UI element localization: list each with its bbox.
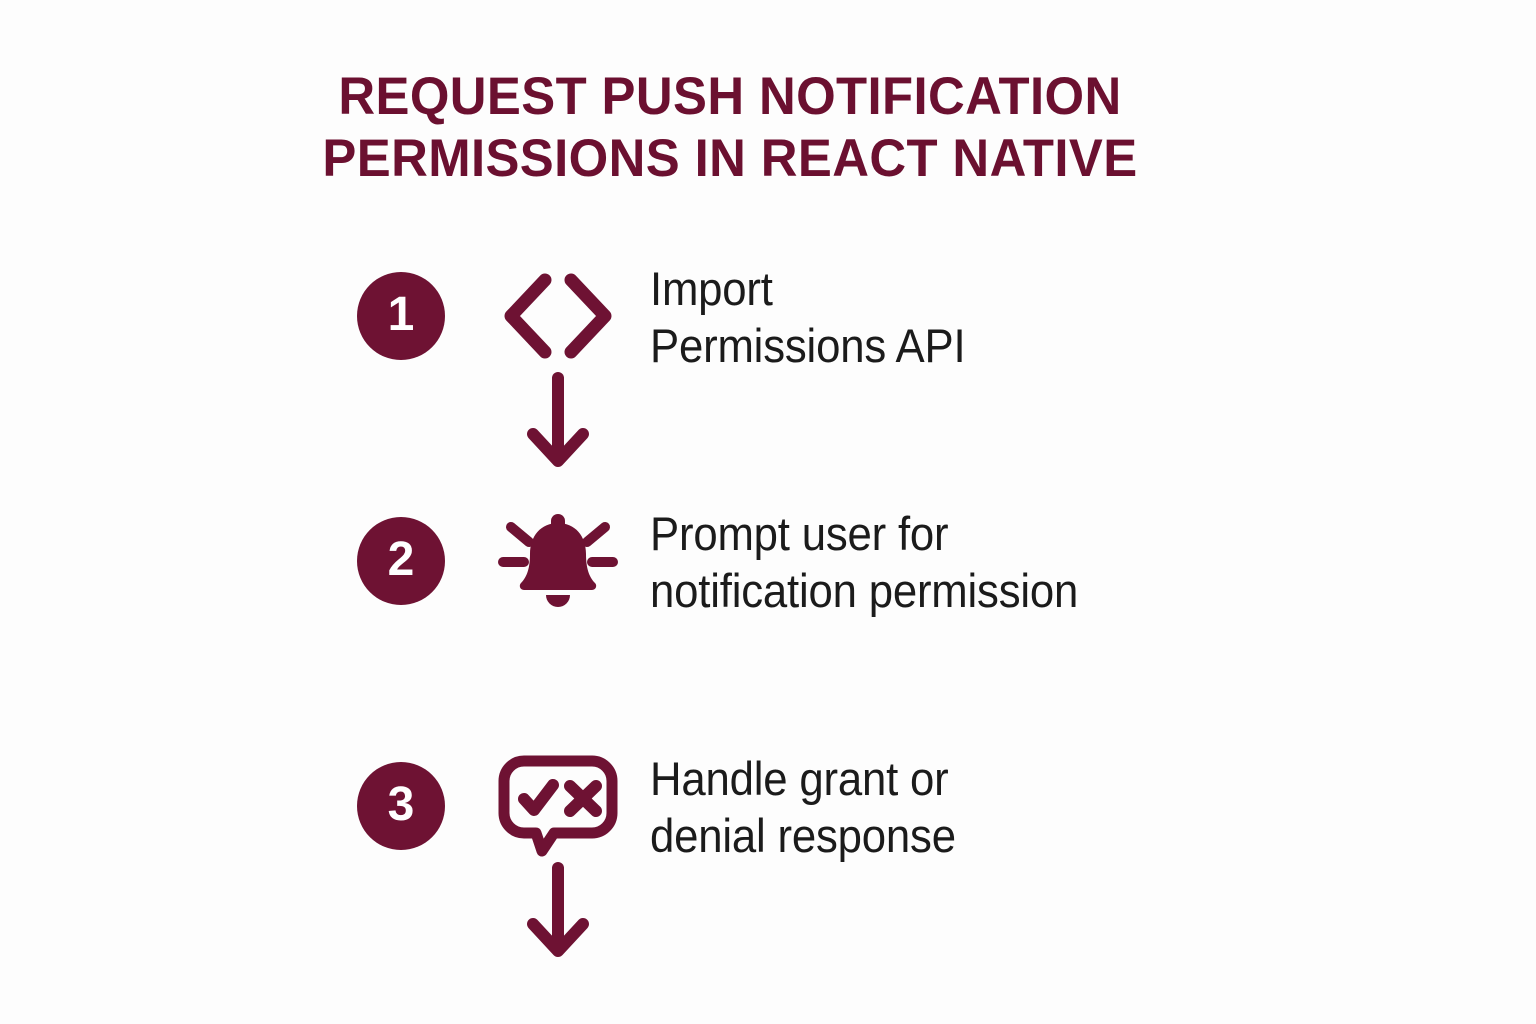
bell-ringing-icon <box>497 511 619 611</box>
arrow-down-2-icon <box>497 860 619 960</box>
step-number-label-3: 3 <box>387 777 415 831</box>
step-number-label-2: 2 <box>387 532 415 586</box>
step-description-1-line-1: Import <box>650 262 773 315</box>
step-number-badge-3: 3 <box>357 762 445 850</box>
page-title: REQUEST PUSH NOTIFICATION PERMISSIONS IN… <box>0 66 1460 190</box>
step-description-2: Prompt user for notification permission <box>650 505 1078 619</box>
arrow-down-1-icon <box>497 370 619 470</box>
step-item-1: 1 Import Permissions API <box>0 262 1536 467</box>
page-title-line-1: REQUEST PUSH NOTIFICATION <box>338 67 1122 126</box>
step-description-1: Import Permissions API <box>650 260 966 374</box>
step-description-2-line-1: Prompt user for <box>650 507 949 560</box>
step-description-3-line-2: denial response <box>650 809 956 862</box>
step-number-badge-1: 1 <box>357 272 445 360</box>
page-title-line-2: PERMISSIONS IN REACT NATIVE <box>322 129 1138 188</box>
step-description-2-line-2: notification permission <box>650 564 1079 617</box>
speech-bubble-check-cross-icon <box>497 755 619 857</box>
code-brackets-icon <box>497 266 619 366</box>
step-description-3: Handle grant or denial response <box>650 750 956 864</box>
steps-list: 1 Import Permissions API <box>0 262 1536 957</box>
step-number-badge-2: 2 <box>357 517 445 605</box>
step-number-label-1: 1 <box>387 287 415 341</box>
step-item-2: 2 <box>0 507 1536 957</box>
step-description-3-line-1: Handle grant or <box>650 752 949 805</box>
step-item-3: 3 Handle grant or denial response <box>0 752 1536 862</box>
step-description-1-line-2: Permissions API <box>650 319 966 372</box>
